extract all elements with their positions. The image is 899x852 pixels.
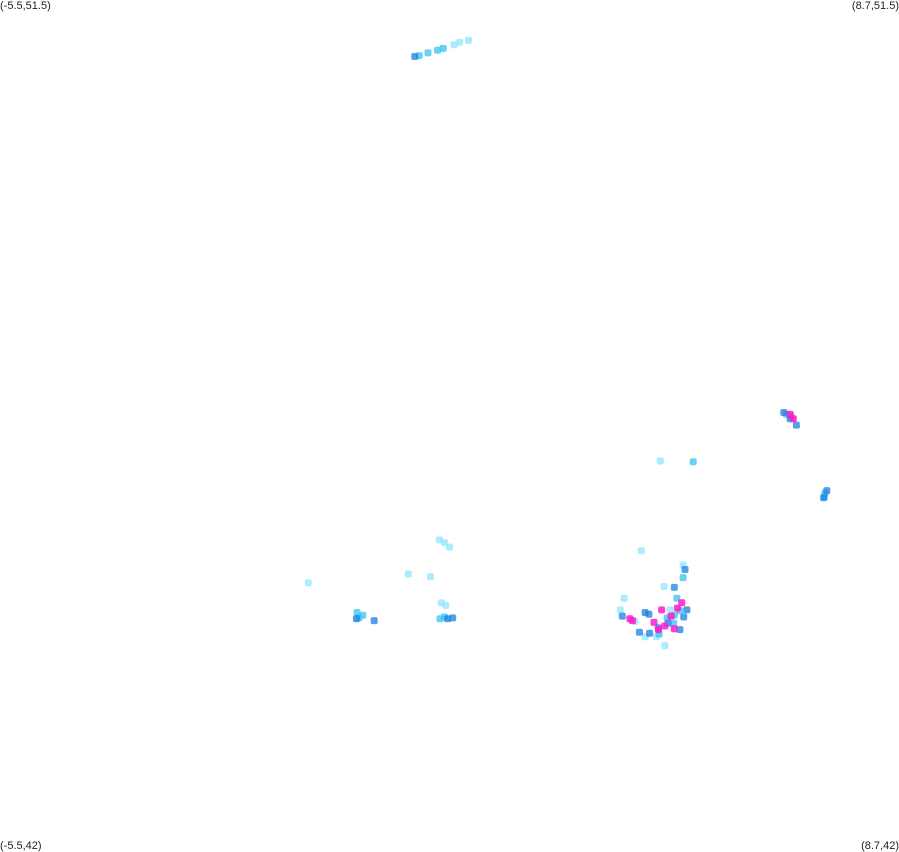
series-mid — [353, 44, 829, 638]
point-hot — [670, 625, 678, 633]
series-dark — [352, 53, 831, 637]
point-dark — [680, 613, 688, 621]
point-mid — [353, 609, 361, 616]
corner-label-bottom-right: (8.7,42) — [861, 840, 899, 852]
point-dark — [449, 614, 457, 622]
point-light — [666, 606, 674, 614]
point-light — [437, 599, 445, 607]
series-light — [304, 36, 687, 650]
point-hot — [650, 618, 658, 626]
point-mid — [436, 615, 444, 623]
point-mid — [670, 619, 678, 627]
point-dark — [635, 628, 643, 636]
point-dark — [352, 615, 360, 623]
point-dark — [618, 612, 626, 620]
point-mid — [439, 44, 447, 52]
point-hot — [678, 599, 686, 607]
point-light — [456, 38, 464, 46]
point-dark — [670, 583, 678, 591]
point-light — [465, 36, 472, 44]
point-mid — [673, 594, 681, 602]
point-mid — [679, 574, 687, 582]
point-dark — [820, 494, 828, 502]
point-hot — [673, 604, 681, 612]
point-hot — [629, 617, 636, 625]
point-hot — [661, 622, 669, 630]
point-light — [656, 457, 664, 465]
corner-label-top-left: (-5.5,51.5) — [0, 0, 51, 12]
corner-label-bottom-left: (-5.5,42) — [0, 840, 42, 852]
point-dark — [823, 487, 831, 495]
point-light — [446, 543, 453, 551]
point-light — [404, 570, 412, 578]
point-dark — [645, 610, 653, 618]
point-light — [616, 606, 624, 614]
point-light — [637, 547, 645, 555]
point-light — [304, 579, 312, 587]
points-layer — [304, 36, 831, 650]
point-light — [450, 41, 458, 49]
point-light — [661, 642, 669, 650]
corner-label-top-right: (8.7,51.5) — [851, 0, 899, 12]
point-dark — [683, 606, 691, 614]
point-dark — [676, 626, 684, 634]
point-dark — [646, 629, 654, 637]
point-dark — [411, 53, 419, 60]
point-hot — [789, 415, 797, 423]
point-hot — [654, 626, 662, 634]
point-dark — [681, 566, 689, 573]
point-mid — [424, 49, 432, 57]
point-light — [427, 573, 434, 581]
point-dark — [370, 617, 378, 625]
point-light — [620, 594, 628, 602]
point-light — [440, 539, 448, 547]
point-hot — [658, 606, 666, 614]
series-hot — [626, 410, 797, 634]
point-mid — [689, 458, 697, 466]
point-mid — [434, 46, 441, 54]
point-dark — [780, 409, 788, 416]
point-light — [660, 583, 668, 590]
point-hot — [667, 612, 675, 620]
point-dark — [792, 421, 800, 429]
